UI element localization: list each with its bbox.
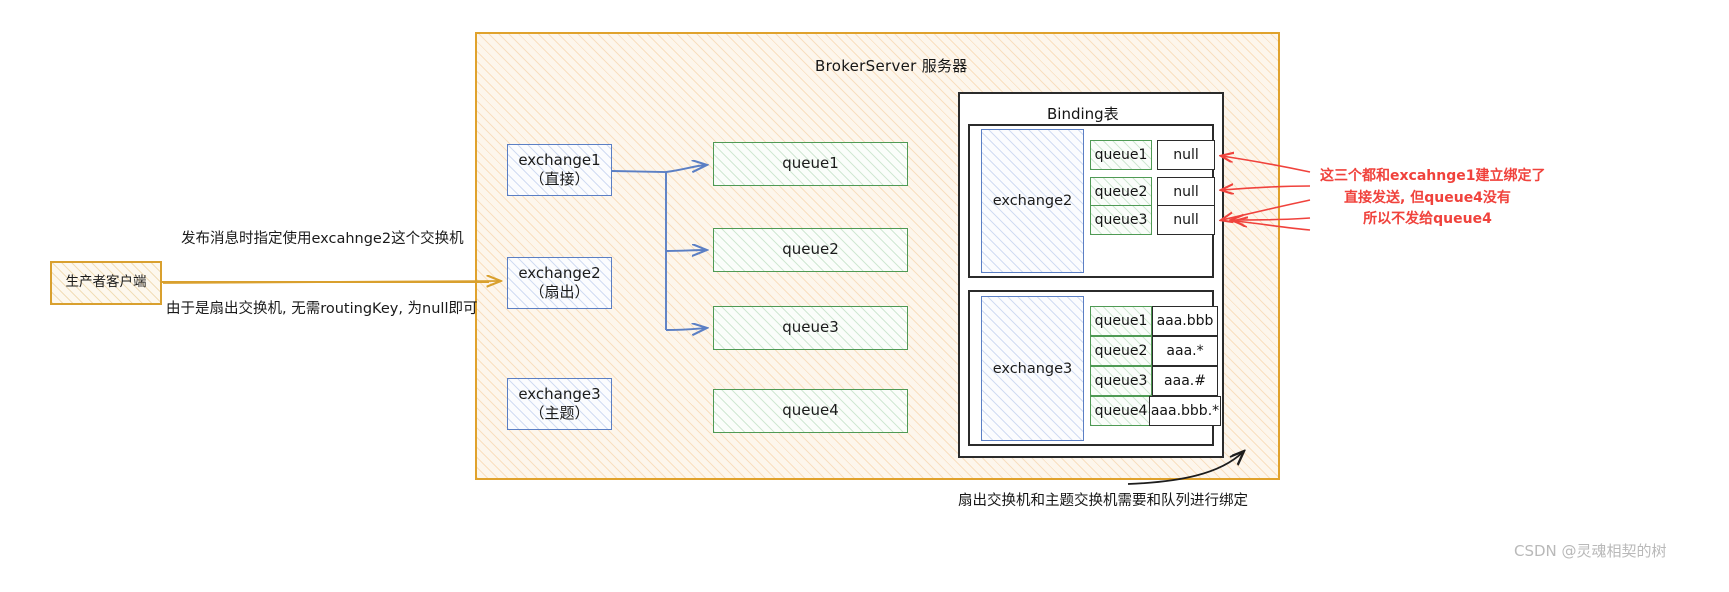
- exchange-box-exchange3[interactable]: exchange3 （主题）: [507, 378, 612, 430]
- binding-row-queue-0-1: queue2: [1090, 177, 1152, 207]
- producer-client-box[interactable]: 生产者客户端: [50, 261, 162, 305]
- binding-row-queue-1-3: queue4: [1090, 396, 1152, 426]
- binding-row-queue-1-1: queue2: [1090, 336, 1152, 366]
- binding-row-key-0-0: null: [1157, 140, 1215, 170]
- queue-box-queue4[interactable]: queue4: [713, 389, 908, 433]
- binding-row-key-0-2: null: [1157, 205, 1215, 235]
- binding-table-title: Binding表: [1047, 105, 1119, 123]
- queue-box-queue3[interactable]: queue3: [713, 306, 908, 350]
- binding-exchange-exchange3: exchange3: [981, 296, 1084, 441]
- note-divider-line: [162, 281, 489, 283]
- exchange3-name: exchange3: [518, 384, 601, 403]
- red-annotation-line-3: 所以不发给queue4: [1363, 211, 1492, 228]
- queue2-label: queue2: [782, 240, 839, 259]
- binding-exchange-exchange2: exchange2: [981, 129, 1084, 273]
- binding-row-key-1-3: aaa.bbb.*: [1149, 396, 1221, 426]
- red-annotation-block: 这三个都和excahnge1建立绑定了 直接发送, 但queue4没有 所以不发…: [1320, 166, 1545, 231]
- exchange1-type: （直接）: [529, 170, 590, 188]
- exchange1-name: exchange1: [518, 150, 601, 169]
- note-publish-exchange: 发布消息时指定使用excahnge2这个交换机: [181, 231, 464, 247]
- queue3-label: queue3: [782, 318, 839, 337]
- exchange-box-exchange2[interactable]: exchange2 （扇出）: [507, 257, 612, 309]
- queue-box-queue1[interactable]: queue1: [713, 142, 908, 186]
- queue-box-queue2[interactable]: queue2: [713, 228, 908, 272]
- queue1-label: queue1: [782, 154, 839, 173]
- exchange3-type: （主题）: [529, 404, 590, 422]
- queue4-label: queue4: [782, 401, 839, 420]
- csdn-watermark: CSDN @灵魂相契的树: [1514, 542, 1667, 560]
- binding-row-key-1-0: aaa.bbb: [1152, 306, 1218, 336]
- binding-row-key-1-2: aaa.#: [1152, 366, 1218, 396]
- broker-server-title: BrokerServer 服务器: [815, 57, 968, 75]
- binding-row-queue-1-0: queue1: [1090, 306, 1152, 336]
- exchange2-type: （扇出）: [529, 283, 590, 301]
- binding-row-key-0-1: null: [1157, 177, 1215, 207]
- binding-row-key-1-1: aaa.*: [1152, 336, 1218, 366]
- binding-row-queue-0-0: queue1: [1090, 140, 1152, 170]
- binding-row-queue-0-2: queue3: [1090, 205, 1152, 235]
- exchange-box-exchange1[interactable]: exchange1 （直接）: [507, 144, 612, 196]
- exchange1-text: exchange1 （直接）: [518, 151, 600, 189]
- exchange3-text: exchange3 （主题）: [518, 385, 600, 423]
- exchange2-text: exchange2 （扇出）: [518, 264, 600, 302]
- exchange2-name: exchange2: [518, 263, 601, 282]
- red-annotation-line-2: 直接发送, 但queue4没有: [1344, 189, 1511, 206]
- red-annotation-line-1: 这三个都和excahnge1建立绑定了: [1320, 168, 1546, 184]
- producer-client-label: 生产者客户端: [65, 274, 147, 291]
- note-routing-key: 由于是扇出交换机, 无需routingKey, 为null即可: [166, 301, 478, 317]
- binding-row-queue-1-2: queue3: [1090, 366, 1152, 396]
- bottom-caption: 扇出交换机和主题交换机需要和队列进行绑定: [958, 493, 1248, 509]
